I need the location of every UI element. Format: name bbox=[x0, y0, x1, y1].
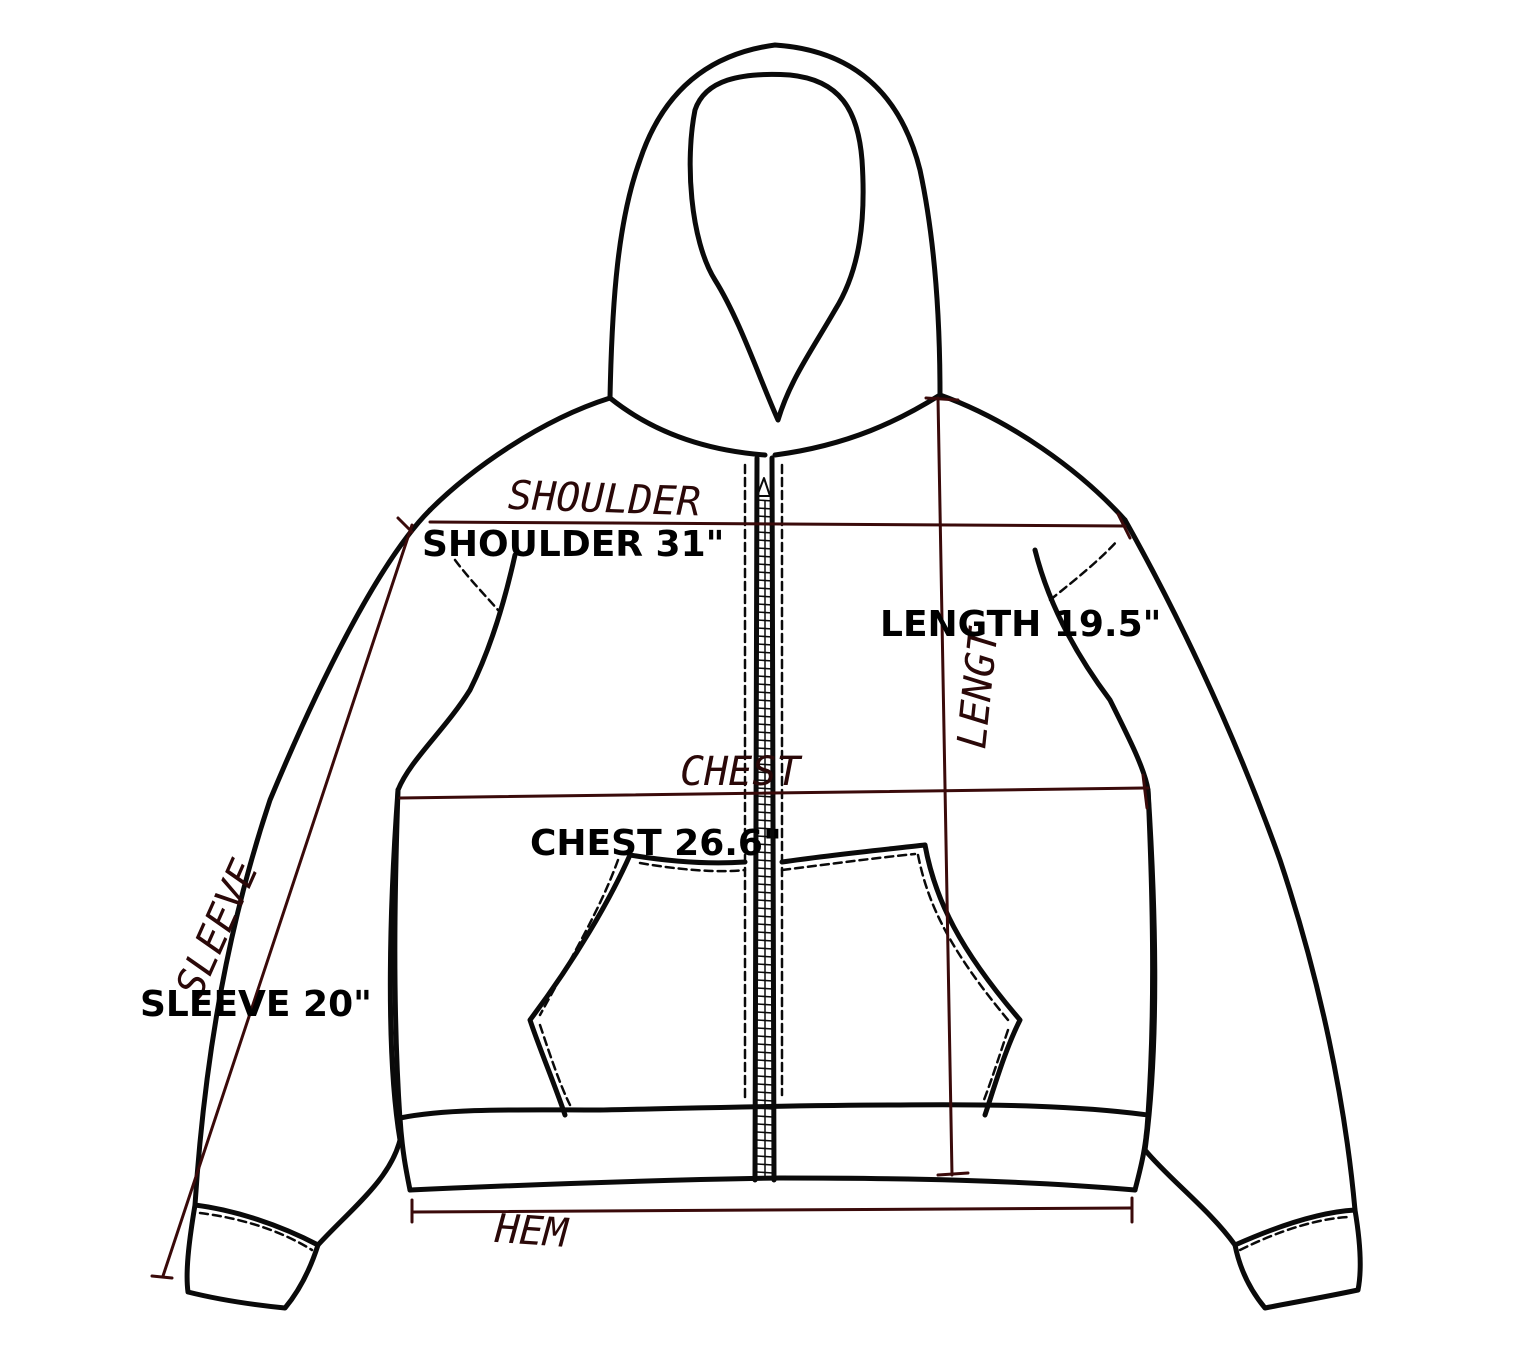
zipper-right-edge bbox=[769, 455, 777, 1183]
pocket-left-edge bbox=[527, 852, 633, 1118]
right-sleeve-inner bbox=[1142, 787, 1238, 1248]
pocket-top bbox=[627, 842, 928, 866]
right-sleeve-outer bbox=[1122, 517, 1358, 1213]
left-armhole-stitch bbox=[453, 558, 500, 612]
left-sleeve-inner bbox=[315, 787, 403, 1248]
hand-label-shoulder: SHOULDER bbox=[507, 473, 701, 526]
zipper-teeth bbox=[756, 499, 774, 1176]
length-measure-tick-top bbox=[924, 396, 960, 402]
shoulder-measure-tick-right bbox=[1116, 512, 1132, 540]
left-armhole bbox=[395, 552, 518, 793]
pocket-top-stitch bbox=[638, 852, 917, 873]
waistband-bottom bbox=[407, 1175, 1138, 1193]
hand-label-hem: HEM bbox=[493, 1206, 571, 1257]
left-sleeve-outer bbox=[192, 507, 433, 1208]
length-measure-tick-bottom bbox=[936, 1171, 970, 1177]
measurement-labels: SHOULDER 31" LENGTH 19.5" CHEST 26.6" SL… bbox=[140, 524, 1161, 1025]
measurement-lines bbox=[150, 396, 1150, 1280]
sleeve-measure-tick-bottom bbox=[150, 1274, 174, 1280]
hood bbox=[607, 42, 943, 458]
body bbox=[392, 392, 1156, 1193]
right-shoulder-outline bbox=[937, 392, 1128, 523]
right-armhole bbox=[1032, 547, 1151, 793]
pocket-right-edge bbox=[922, 842, 1023, 1118]
pocket-right-stitch bbox=[916, 853, 1010, 1107]
chest-measurement-label: CHEST 26.6" bbox=[530, 823, 782, 864]
right-armhole-stitch bbox=[1048, 538, 1120, 602]
left-cuff bbox=[184, 1202, 321, 1311]
chest-measure-tick-right bbox=[1141, 773, 1149, 810]
right-cuff bbox=[1232, 1207, 1363, 1311]
waistband-left-side bbox=[397, 1115, 413, 1193]
chest-measure-line bbox=[398, 786, 1150, 800]
zipper-left-edge bbox=[752, 455, 760, 1183]
right-sleeve bbox=[1122, 517, 1363, 1311]
shoulder-measure-line bbox=[428, 520, 1127, 528]
length-measurement-label: LENGTH 19.5" bbox=[880, 604, 1161, 645]
zipper-pull-icon bbox=[756, 477, 771, 497]
left-sleeve bbox=[184, 507, 433, 1311]
hood-inner-outline bbox=[687, 71, 866, 423]
sleeve-measurement-label: SLEEVE 20" bbox=[140, 984, 372, 1025]
right-cuff-stitch bbox=[1238, 1215, 1352, 1252]
zipper bbox=[743, 455, 784, 1183]
hand-label-chest: CHEST bbox=[680, 749, 803, 795]
hem-measure-line bbox=[410, 1206, 1134, 1214]
handwritten-labels: SHOULDER CHEST LENGT SLEEVE HEM bbox=[167, 473, 1008, 1257]
hood-outer-outline bbox=[607, 42, 943, 401]
left-cuff-stitch bbox=[198, 1211, 314, 1252]
length-measure-line bbox=[936, 396, 954, 1177]
kangaroo-pocket bbox=[527, 842, 1023, 1118]
left-shoulder-outline bbox=[427, 395, 613, 513]
hood-base-right bbox=[772, 392, 943, 458]
shoulder-measurement-label: SHOULDER 31" bbox=[422, 524, 724, 565]
hand-label-sleeve: SLEEVE bbox=[167, 853, 268, 1004]
waistband-top bbox=[397, 1102, 1151, 1121]
hood-base-left bbox=[607, 395, 768, 458]
pocket-left-stitch bbox=[538, 858, 620, 1107]
sleeve-measure-line bbox=[161, 523, 414, 1278]
